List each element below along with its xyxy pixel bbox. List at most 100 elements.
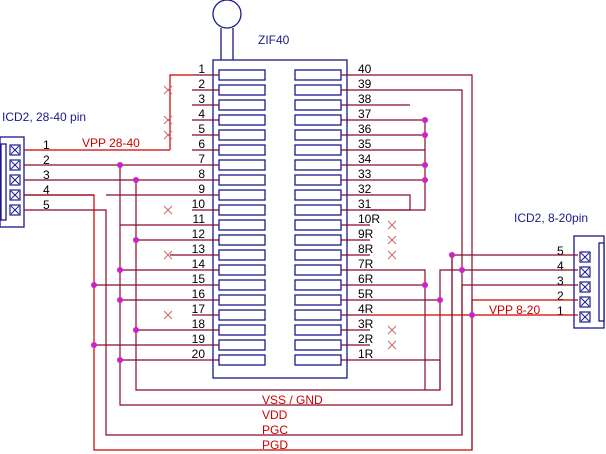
junction-dot	[117, 267, 123, 273]
zif-pin-number: 2	[198, 77, 205, 91]
zif-pin-number: 3	[198, 92, 205, 106]
zif-pad-right	[294, 234, 342, 246]
zif-pad-left	[218, 174, 266, 186]
junction-dot	[422, 282, 428, 288]
zif-pad-left	[218, 279, 266, 291]
zif-pad-left	[218, 144, 266, 156]
icd-left-pin-number: 1	[43, 138, 50, 152]
zif-pin-number: 14	[192, 257, 206, 271]
icd-left-pin-number: 5	[43, 198, 50, 212]
junction-dot	[437, 297, 443, 303]
junction-dot	[133, 237, 139, 243]
junction-dot	[117, 357, 123, 363]
icd-right-pin-box	[579, 311, 591, 323]
no-connect-mark	[387, 340, 397, 350]
icd-left-pin-box	[9, 174, 21, 186]
zif-pad-right	[294, 69, 342, 81]
zif-pin-number: 3R	[358, 317, 374, 331]
wire-path	[370, 359, 441, 390]
icd-left-pin-box	[9, 204, 21, 216]
zif-pad-left	[218, 234, 266, 246]
zif-pin-number: 5R	[358, 287, 374, 301]
zif-pin-number: 15	[192, 272, 206, 286]
junction-dot	[422, 132, 428, 138]
no-connect-mark	[163, 310, 173, 320]
zif-pad-right	[294, 84, 342, 96]
wire-path	[370, 74, 473, 450]
no-connect-mark	[163, 115, 173, 125]
wire-path	[370, 194, 411, 211]
no-connect-mark	[163, 205, 173, 215]
no-connect-mark	[387, 250, 397, 260]
zif-pin-number: 10R	[358, 212, 380, 226]
junction-dot	[91, 282, 97, 288]
zif-pin-number: 9	[198, 182, 205, 196]
junction-dot	[422, 177, 428, 183]
wire-path	[370, 120, 426, 211]
wire-path	[169, 74, 192, 150]
zif-pin-number: 1	[198, 62, 205, 76]
zif-pin-number: 31	[358, 197, 372, 211]
icd-right-pin-box	[579, 251, 591, 263]
junction-dot	[469, 312, 475, 318]
zif-pad-right	[294, 354, 342, 366]
icd-left-pin-number: 2	[43, 153, 50, 167]
icd-right-pin-box	[579, 296, 591, 308]
zif-pin-number: 32	[358, 182, 372, 196]
zif-pin-number: 4R	[358, 302, 374, 316]
icd-left-pin-box	[9, 159, 21, 171]
junction-dot	[117, 162, 123, 168]
zif-pin-number: 33	[358, 167, 372, 181]
zif-pad-right	[294, 114, 342, 126]
zif-pad-left	[218, 339, 266, 351]
junction-dot	[91, 342, 97, 348]
no-connect-mark	[387, 325, 397, 335]
icd-left-pin-box	[9, 144, 21, 156]
junction-dot	[133, 327, 139, 333]
zif-pin-number: 5	[198, 122, 205, 136]
zif-pad-right	[294, 129, 342, 141]
no-connect-mark	[163, 85, 173, 95]
no-connect-marks	[163, 85, 397, 350]
icd-left-pin-number: 3	[43, 168, 50, 182]
zif-pin-number: 34	[358, 152, 372, 166]
zif-pin-number: 2R	[358, 332, 374, 346]
zif-pad-left	[218, 99, 266, 111]
zif-pin-number: 16	[192, 287, 206, 301]
icd-right-title: ICD2, 8-20pin	[514, 211, 588, 225]
no-connect-mark	[387, 235, 397, 245]
zif-pin-number: 8	[198, 167, 205, 181]
zif-pad-right	[294, 144, 342, 156]
zif-pad-right	[294, 294, 342, 306]
junction-dot	[117, 297, 123, 303]
zif-title: ZIF40	[258, 33, 290, 47]
junction-dot	[422, 117, 428, 123]
bus-label-vss: VSS / GND	[262, 393, 323, 407]
no-connect-mark	[163, 250, 173, 260]
icd-right-pin-number: 2	[557, 289, 564, 303]
zif-pad-left	[218, 294, 266, 306]
zif-pin-number: 40	[358, 62, 372, 76]
zif-pin-number: 6R	[358, 272, 374, 286]
icd-right-pin-number: 3	[557, 274, 564, 288]
zif-pin-number: 18	[192, 317, 206, 331]
zif-pad-right	[294, 159, 342, 171]
zif-pad-right	[294, 174, 342, 186]
junction-dot	[459, 267, 465, 273]
icd-right-pin-number: 4	[557, 259, 564, 273]
junction-dot	[449, 252, 455, 258]
no-connect-mark	[163, 130, 173, 140]
icd-left-pin-box	[9, 189, 21, 201]
zif-pad-right	[294, 99, 342, 111]
zif-pin-number: 7	[198, 152, 205, 166]
wire-path	[370, 89, 463, 435]
zif-pin-number: 17	[192, 302, 206, 316]
zif-pin-number: 1R	[358, 347, 374, 361]
icd-left-pin-number: 4	[43, 183, 50, 197]
zif-pin-number: 10	[192, 197, 206, 211]
vpp-8-20-label: VPP 8-20	[489, 303, 540, 317]
zif-pin-number: 12	[192, 227, 206, 241]
zif-pin-number: 4	[198, 107, 205, 121]
zif-pad-left	[218, 114, 266, 126]
